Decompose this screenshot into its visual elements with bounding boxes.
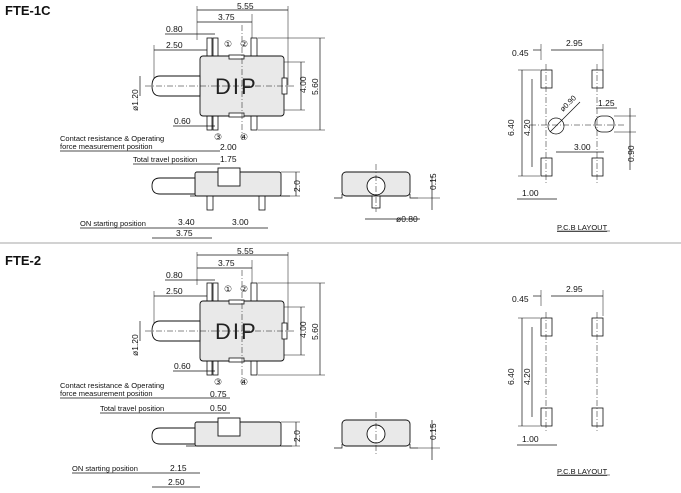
dim-0-50: 0.50 (210, 403, 227, 413)
pin-3-label-b: ③ (214, 378, 222, 388)
dim-1-75: 1.75 (220, 154, 237, 164)
fte1c-front-view: Contact resistance & Operating force mea… (60, 134, 302, 239)
dim-0-80: 0.80 (166, 24, 183, 34)
dim-3-75-c: 3.75 (218, 258, 235, 268)
dim-2-0-a: 2.0 (292, 180, 302, 192)
pcb-dim-1-25: 1.25 (598, 98, 615, 108)
dim-2-0-b: 2.0 (292, 430, 302, 442)
pcb-dim-1-00-b: 1.00 (522, 434, 539, 444)
note-contact-resistance-b: Contact resistance & Operating (60, 381, 164, 390)
dim-d1-20-b: ø1.20 (130, 334, 140, 356)
dim-3-75-b: 3.75 (176, 228, 193, 238)
note-total-travel-b: Total travel position (100, 404, 164, 413)
dim-0-75: 0.75 (210, 389, 227, 399)
pcb-dim-d0-90: ø0.90 (558, 93, 578, 113)
pin-4-label-b: ④ (240, 378, 248, 388)
pcb-dim-2-95: 2.95 (566, 38, 583, 48)
dim-2-00: 2.00 (220, 142, 237, 152)
pcb-dim-0-45-b: 0.45 (512, 294, 529, 304)
note-force-position-b: force measurement position (60, 389, 153, 398)
dim-0-15-b: 0.15 (428, 423, 438, 440)
dim-5-60-b: 5.60 (310, 323, 320, 340)
dim-5-60: 5.60 (310, 78, 320, 95)
dim-2-15: 2.15 (170, 463, 187, 473)
pcb-dim-1-00: 1.00 (522, 188, 539, 198)
pcb-layout-label: P.C.B LAYOUT (557, 223, 608, 232)
fte1c-top-view: 5.55 3.75 0.80 2.50 ① ② ③ ④ DIP 4.00 5.6… (130, 1, 325, 143)
dim-4-00: 4.00 (298, 76, 308, 93)
fte2-pcb-layout: 0.45 2.95 6.40 4.20 1.00 P.C.B LAYOUT (506, 284, 610, 476)
title-fte-2: FTE-2 (5, 253, 41, 268)
dim-0-80-b: 0.80 (166, 270, 183, 280)
note-on-starting: ON starting position (80, 219, 146, 228)
fte2-front-view: Contact resistance & Operating force mea… (60, 381, 302, 488)
pcb-dim-0-45: 0.45 (512, 48, 529, 58)
dim-0-15-a: 0.15 (428, 173, 438, 190)
pin-4-label: ④ (240, 133, 248, 143)
dim-0-60: 0.60 (174, 116, 191, 126)
body-text-dip-b: DIP (215, 319, 258, 344)
pcb-dim-2-95-b: 2.95 (566, 284, 583, 294)
note-on-starting-b: ON starting position (72, 464, 138, 473)
pcb-dim-6-40-b: 6.40 (506, 368, 516, 385)
pin-1-label-b: ① (224, 285, 232, 295)
title-fte-1c: FTE-1C (5, 3, 51, 18)
dim-2-50-b: 2.50 (166, 286, 183, 296)
note-contact-resistance: Contact resistance & Operating (60, 134, 164, 143)
dim-2-50-c: 2.50 (168, 477, 185, 487)
pin-2-label-b: ② (240, 285, 248, 295)
dim-0-60-b: 0.60 (174, 361, 191, 371)
pcb-dim-6-40: 6.40 (506, 119, 516, 136)
dim-d0-80: ø0.80 (396, 214, 418, 224)
dim-3-00: 3.00 (232, 217, 249, 227)
dim-5-55: 5.55 (237, 1, 254, 11)
pcb-dim-4-20-b: 4.20 (522, 368, 532, 385)
fte1c-side-view: 0.15 ø0.80 (334, 164, 440, 224)
body-text-dip: DIP (215, 74, 258, 99)
pin-3-label: ③ (214, 133, 222, 143)
dim-3-40: 3.40 (178, 217, 195, 227)
pin-2-label: ② (240, 40, 248, 50)
dim-d1-20: ø1.20 (130, 89, 140, 111)
fte1c-pcb-layout: 0.45 2.95 ø0.90 6.40 4.20 1.25 3.00 0.90… (506, 38, 636, 232)
note-total-travel: Total travel position (133, 155, 197, 164)
pin-1-label: ① (224, 40, 232, 50)
dim-4-00-b: 4.00 (298, 321, 308, 338)
pcb-layout-label-b: P.C.B LAYOUT (557, 467, 608, 476)
fte2-side-view: 0.15 (334, 412, 440, 460)
note-force-position: force measurement position (60, 142, 153, 151)
dim-3-75: 3.75 (218, 12, 235, 22)
pcb-dim-4-20: 4.20 (522, 119, 532, 136)
dim-5-55-b: 5.55 (237, 246, 254, 256)
dim-2-50: 2.50 (166, 40, 183, 50)
fte2-top-view: 5.55 3.75 0.80 2.50 ① ② ③ ④ DIP 4.00 5.6… (130, 246, 325, 388)
pcb-dim-3-00: 3.00 (574, 142, 591, 152)
pcb-dim-0-90: 0.90 (626, 145, 636, 162)
